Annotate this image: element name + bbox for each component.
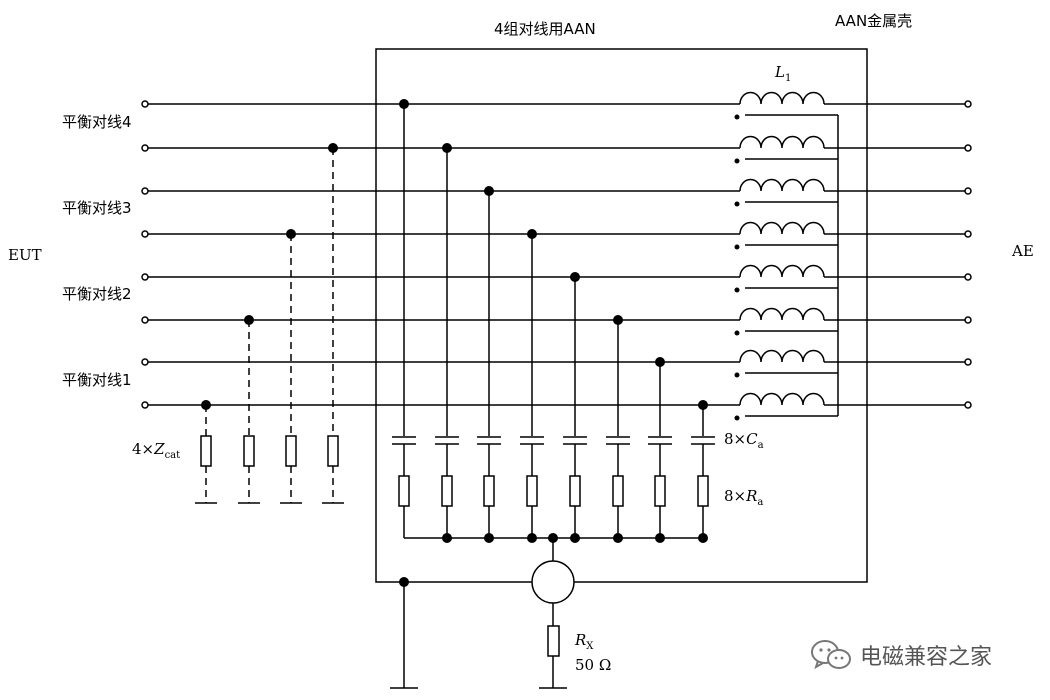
resistor-ra-6: [612, 475, 624, 507]
polarity-dot-7: [734, 372, 740, 378]
pair-1-label: 平衡对线1: [62, 371, 132, 389]
aan-title: 4组对线用AAN: [494, 20, 596, 38]
polarity-dot-5: [734, 287, 740, 293]
ae-terminal-1: [964, 100, 972, 108]
enclosure-label: AAN金属壳: [835, 12, 913, 30]
zcat-resistor-4: [327, 435, 339, 467]
resistor-ra-7: [654, 475, 666, 507]
eut-label: EUT: [8, 246, 42, 264]
bus-dot-2: [442, 533, 452, 543]
zcat-resistor-1: [200, 435, 212, 467]
ae-terminal-6: [964, 316, 972, 324]
pair-4-label: 平衡对线4: [62, 113, 132, 131]
inductor-coil-5: [739, 264, 825, 278]
zcat-resistor-3: [285, 435, 297, 467]
resistor-ra-2: [441, 475, 453, 507]
polarity-dot-4: [734, 244, 740, 250]
resistor-ra-8: [697, 475, 709, 507]
wechat-icon: [811, 640, 851, 670]
eut-terminal-4: [141, 230, 149, 238]
ae-label: AE: [1012, 242, 1034, 260]
ae-terminal-3: [964, 187, 972, 195]
ra-label: 8×Ra: [724, 487, 764, 508]
eut-terminal-2: [141, 144, 149, 152]
tap-dot-1: [399, 99, 409, 109]
inductor-coil-1: [739, 91, 825, 105]
resistor-ra-1: [398, 475, 410, 507]
eut-terminal-7: [141, 358, 149, 366]
bus-dot-center: [548, 533, 558, 543]
ae-terminal-2: [964, 144, 972, 152]
bus-dot-3: [484, 533, 494, 543]
tap-dot-3: [484, 186, 494, 196]
zcat-tap-dot-3: [286, 229, 296, 239]
pair-2-label: 平衡对线2: [62, 285, 132, 303]
inductor-label: L1: [775, 63, 792, 84]
resistor-rx: [547, 625, 560, 657]
eut-terminal-6: [141, 316, 149, 324]
zcat-label: 4×Zcat: [132, 440, 181, 461]
tap-dot-8: [698, 400, 708, 410]
bus-dot-4: [527, 533, 537, 543]
zcat-resistor-2: [243, 435, 255, 467]
bus-dot-8: [698, 533, 708, 543]
eut-terminal-1: [141, 100, 149, 108]
inductor-coil-4: [739, 221, 825, 235]
polarity-dot-8: [734, 415, 740, 421]
rx-value: 50 Ω: [575, 656, 612, 674]
inductor-coil-2: [739, 135, 825, 149]
bus-dot-6: [613, 533, 623, 543]
eut-terminal-5: [141, 273, 149, 281]
zcat-tap-dot-2: [244, 315, 254, 325]
polarity-dot-3: [734, 201, 740, 207]
eut-terminal-8: [141, 401, 149, 409]
polarity-dot-2: [734, 158, 740, 164]
ae-terminal-4: [964, 230, 972, 238]
zcat-tap-dot-4: [328, 143, 338, 153]
tap-dot-7: [655, 357, 665, 367]
zcat-tap-dot-1: [201, 400, 211, 410]
watermark: 电磁兼容之家: [810, 638, 992, 672]
eut-terminal-3: [141, 187, 149, 195]
inductor-coil-7: [739, 349, 825, 363]
tap-dot-5: [570, 272, 580, 282]
resistor-ra-5: [569, 475, 581, 507]
tap-dot-4: [527, 229, 537, 239]
inductor-coil-3: [739, 178, 825, 192]
aan-enclosure: [375, 48, 868, 583]
ae-terminal-5: [964, 273, 972, 281]
inductor-coil-6: [739, 307, 825, 321]
pair-3-label: 平衡对线3: [62, 199, 132, 217]
ae-terminal-8: [964, 401, 972, 409]
resistor-ra-4: [526, 475, 538, 507]
signal-source-circle: [531, 560, 575, 604]
polarity-dot-6: [734, 330, 740, 336]
inductor-coil-8: [739, 392, 825, 406]
ae-terminal-7: [964, 358, 972, 366]
bus-dot-7: [655, 533, 665, 543]
bus-dot-5: [570, 533, 580, 543]
rx-label: RX: [575, 631, 594, 652]
ca-label: 8×Ca: [724, 430, 764, 451]
tap-dot-6: [613, 315, 623, 325]
polarity-dot-1: [734, 114, 740, 120]
watermark-text: 电磁兼容之家: [860, 645, 993, 670]
resistor-ra-3: [483, 475, 495, 507]
enclosure-ground-dot: [399, 577, 409, 587]
tap-dot-2: [442, 143, 452, 153]
